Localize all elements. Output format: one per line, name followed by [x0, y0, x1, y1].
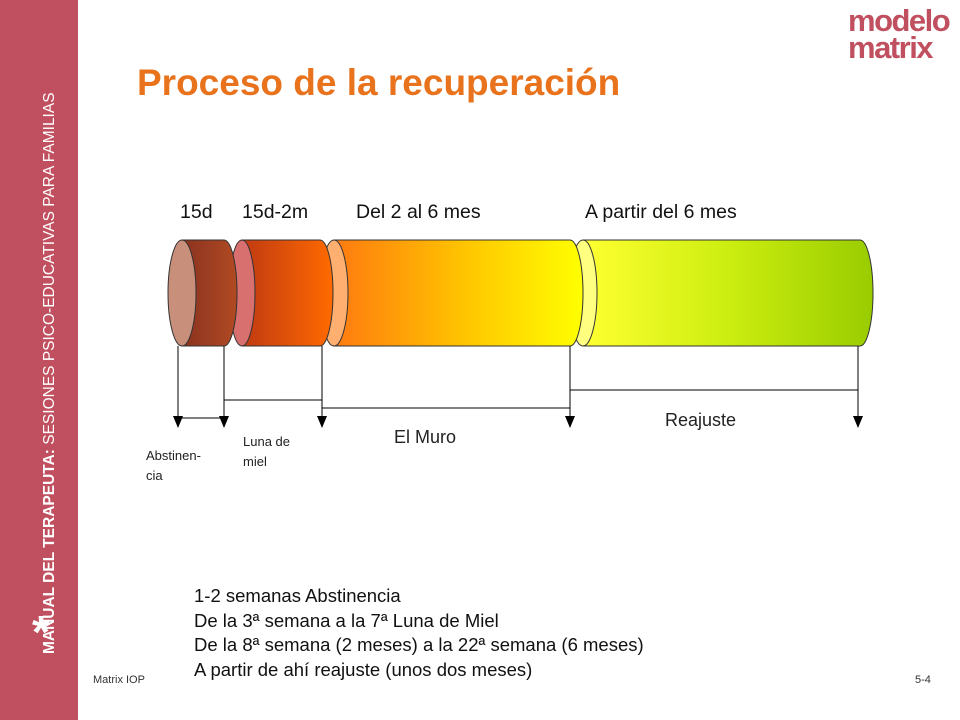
- phase-label-abstinencia: Abstinen- cia: [146, 446, 201, 486]
- arrowhead: [173, 416, 183, 428]
- modelo-matrix-logo: modelo matrix: [848, 3, 951, 65]
- phase-label-line: Luna de: [243, 434, 290, 449]
- logo-line1: modelo: [848, 3, 951, 38]
- period-label-1: 15d: [180, 201, 213, 223]
- phase-label-line: cia: [146, 468, 163, 483]
- segment-el-muro: [319, 239, 584, 347]
- period-label-2: 15d-2m: [242, 201, 309, 223]
- note-line: De la 8ª semana (2 meses) a la 22ª seman…: [194, 634, 644, 655]
- note-line: A partir de ahí reajuste (unos dos meses…: [194, 658, 533, 680]
- notes-list: 1-2 semanas Abstinencia De la 3ª semana …: [194, 584, 644, 682]
- footer-page-number: 5-4: [915, 674, 931, 686]
- page-title: Proceso de la recuperación: [137, 62, 621, 103]
- phase-brackets: [177, 346, 859, 419]
- arrowheads: [173, 416, 863, 428]
- period-label-3: Del 2 al 6 mes: [356, 201, 481, 223]
- arrowhead: [317, 416, 327, 428]
- phase-label-line: Abstinen-: [146, 448, 201, 463]
- arrowhead: [853, 416, 863, 428]
- note-line: 1-2 semanas Abstinencia: [194, 585, 401, 606]
- period-label-4: A partir del 6 mes: [585, 201, 737, 223]
- footer-left: Matrix IOP: [93, 674, 145, 686]
- phase-label-luna: Luna de miel: [243, 432, 290, 472]
- phase-label-reajuste: Reajuste: [665, 410, 737, 430]
- segment-reajuste: [568, 239, 874, 347]
- sidebar: [0, 0, 78, 720]
- segment-abstinencia: [167, 239, 238, 347]
- segment-luna-de-miel: [228, 239, 334, 347]
- arrowhead: [219, 416, 229, 428]
- phase-label-line: miel: [243, 454, 267, 469]
- asterisk-icon: *: [32, 606, 50, 658]
- note-line: De la 3ª semana a la 7ª Luna de Miel: [194, 609, 499, 631]
- arrowhead: [565, 416, 575, 428]
- logo-line2: matrix: [848, 30, 934, 65]
- phase-label-muro: El Muro: [394, 427, 457, 447]
